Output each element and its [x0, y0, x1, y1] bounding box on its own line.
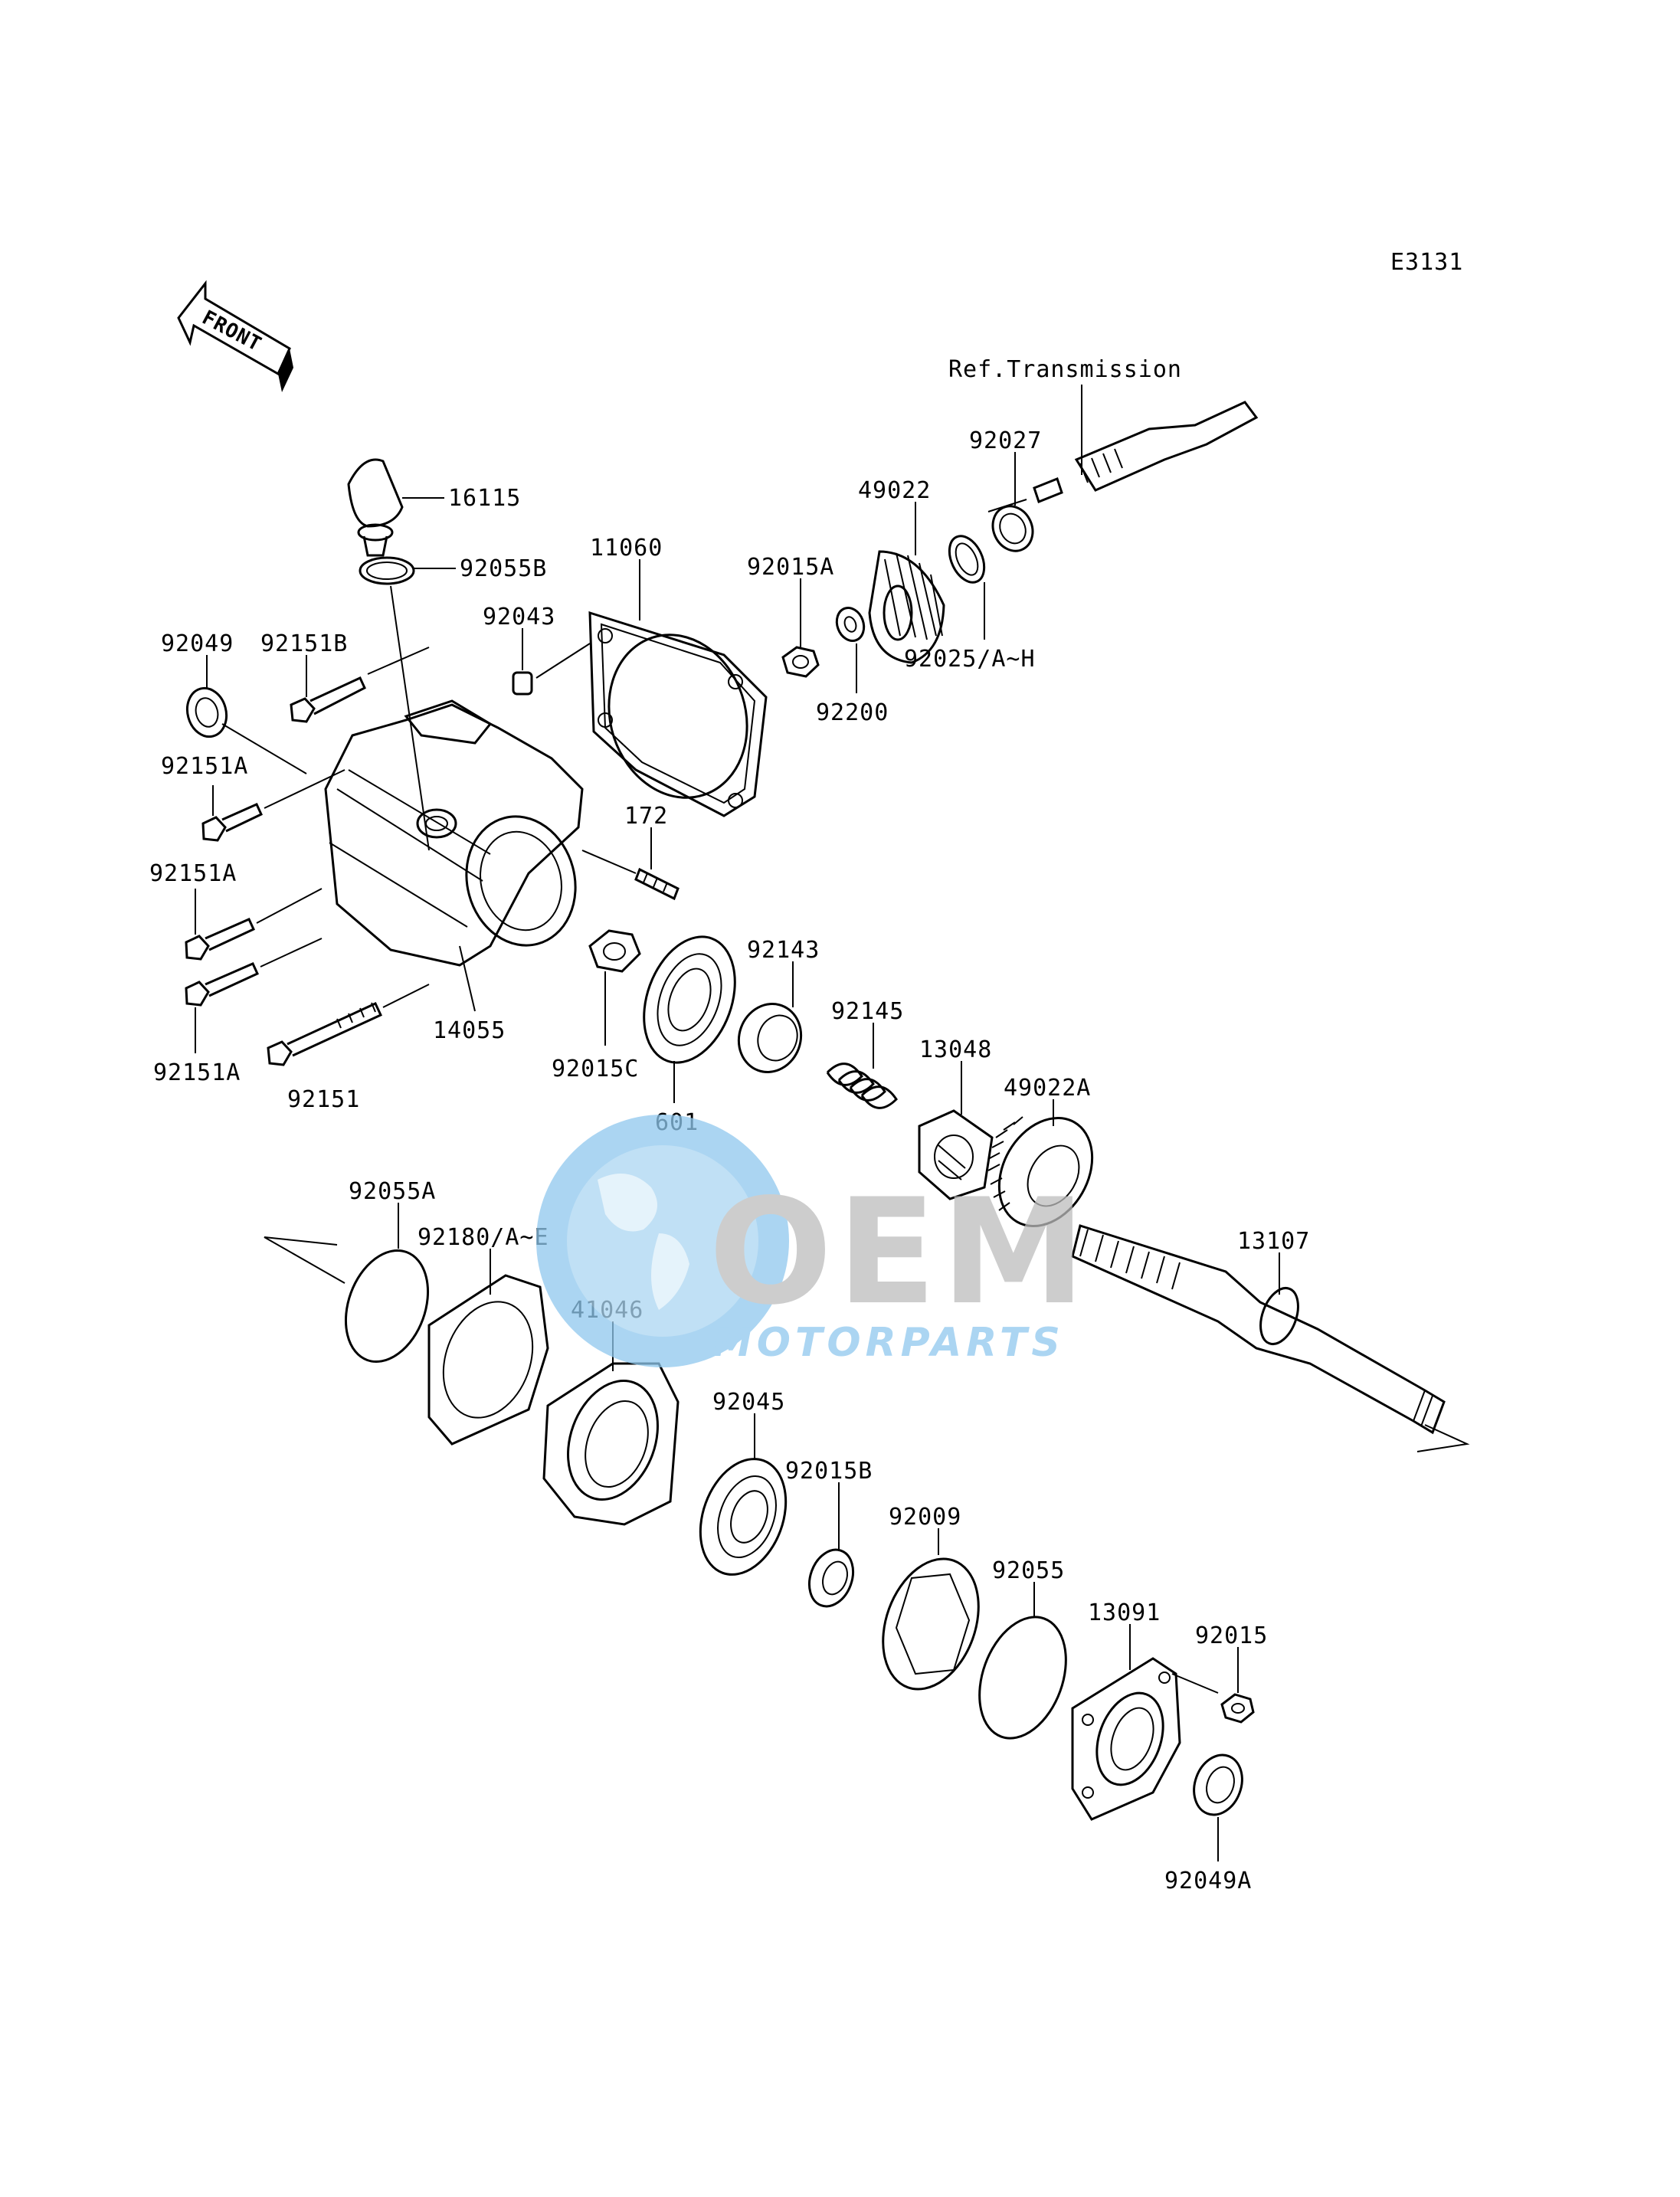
label-92025: 92025/A~H: [904, 646, 1036, 673]
label-92015C: 92015C: [552, 1056, 639, 1082]
diagram-code: E3131: [1390, 249, 1463, 276]
label-92009: 92009: [889, 1504, 961, 1531]
part-92025: 92025/A~H: [904, 535, 1036, 673]
label-92151B: 92151B: [260, 630, 348, 657]
part-92015: 92015: [1195, 1622, 1268, 1724]
part-92145: 92145: [826, 998, 904, 1109]
label-49022A: 49022A: [1004, 1075, 1091, 1102]
watermark-sub-text: MOTORPARTS: [712, 1320, 1065, 1366]
part-14055: 14055: [324, 699, 584, 1044]
label-92151A-1: 92151A: [161, 753, 248, 780]
part-49022A: 49022A: [987, 1075, 1094, 1228]
part-92049: 92049: [161, 630, 307, 774]
part-92180: 92180/A~E: [418, 1224, 549, 1446]
label-92151A-3: 92151A: [153, 1059, 241, 1086]
part-92200: 92200: [816, 607, 889, 726]
label-92151: 92151: [287, 1086, 360, 1113]
label-92015: 92015: [1195, 1622, 1268, 1649]
part-49022: 49022: [858, 477, 945, 664]
part-92015B: 92015B: [785, 1458, 873, 1608]
part-16115: 16115: [347, 458, 521, 557]
label-92143: 92143: [747, 937, 820, 964]
label-92049: 92049: [161, 630, 234, 657]
label-172: 172: [624, 803, 668, 830]
watermark-logo: OEM MOTORPARTS: [536, 1115, 1090, 1367]
label-92180: 92180/A~E: [418, 1224, 549, 1251]
part-92015A: 92015A: [747, 554, 834, 678]
part-92015C: 92015C: [552, 929, 641, 1082]
part-92009: 92009: [882, 1504, 980, 1691]
label-92145: 92145: [831, 998, 904, 1025]
part-92143: 92143: [737, 937, 820, 1073]
label-92045: 92045: [712, 1389, 785, 1416]
part-13107: 13107: [1071, 1224, 1446, 1435]
part-11060: 11060: [588, 535, 768, 817]
part-13091: 13091: [1071, 1599, 1219, 1821]
part-92045: 92045: [699, 1389, 788, 1576]
watermark-logo-text: OEM: [709, 1167, 1090, 1337]
part-601: 601: [643, 935, 736, 1136]
part-92151: 92151: [267, 984, 430, 1113]
part-92151A-group: 92151A 92151A 92151A: [149, 753, 345, 1086]
label-13048: 13048: [919, 1036, 992, 1063]
label-11060: 11060: [590, 535, 663, 562]
label-16115: 16115: [448, 485, 521, 512]
part-92027: 92027: [969, 427, 1042, 552]
label-13107: 13107: [1237, 1228, 1310, 1255]
part-13048: 13048: [918, 1036, 994, 1200]
part-92151B: 92151B: [260, 630, 430, 723]
part-92055A: 92055A: [344, 1178, 436, 1364]
label-92151A-2: 92151A: [149, 860, 237, 887]
label-92015A: 92015A: [747, 554, 834, 581]
part-92049A: 92049A: [1164, 1753, 1252, 1894]
front-arrow-icon: FRONT: [177, 280, 293, 392]
shaft-direction-arrow: [1416, 1424, 1470, 1452]
transmission-shaft-stub: [987, 385, 1259, 512]
part-172: 172: [581, 803, 680, 901]
label-14055: 14055: [433, 1017, 506, 1044]
assembly-reference-arrow: [264, 1236, 345, 1284]
part-92055B: 92055B: [359, 555, 547, 851]
part-92055: 92055: [978, 1557, 1067, 1740]
label-92015B: 92015B: [785, 1458, 873, 1485]
part-92043: 92043: [483, 604, 591, 696]
label-49022: 49022: [858, 477, 931, 504]
label-92043: 92043: [483, 604, 555, 630]
label-92049A: 92049A: [1164, 1868, 1252, 1894]
label-92055A: 92055A: [349, 1178, 436, 1205]
label-92055: 92055: [992, 1557, 1065, 1584]
label-13091: 13091: [1088, 1599, 1161, 1626]
label-92027: 92027: [969, 427, 1042, 454]
label-92200: 92200: [816, 699, 889, 726]
ref-transmission-label: Ref.Transmission: [948, 356, 1182, 383]
label-92055B: 92055B: [460, 555, 547, 582]
